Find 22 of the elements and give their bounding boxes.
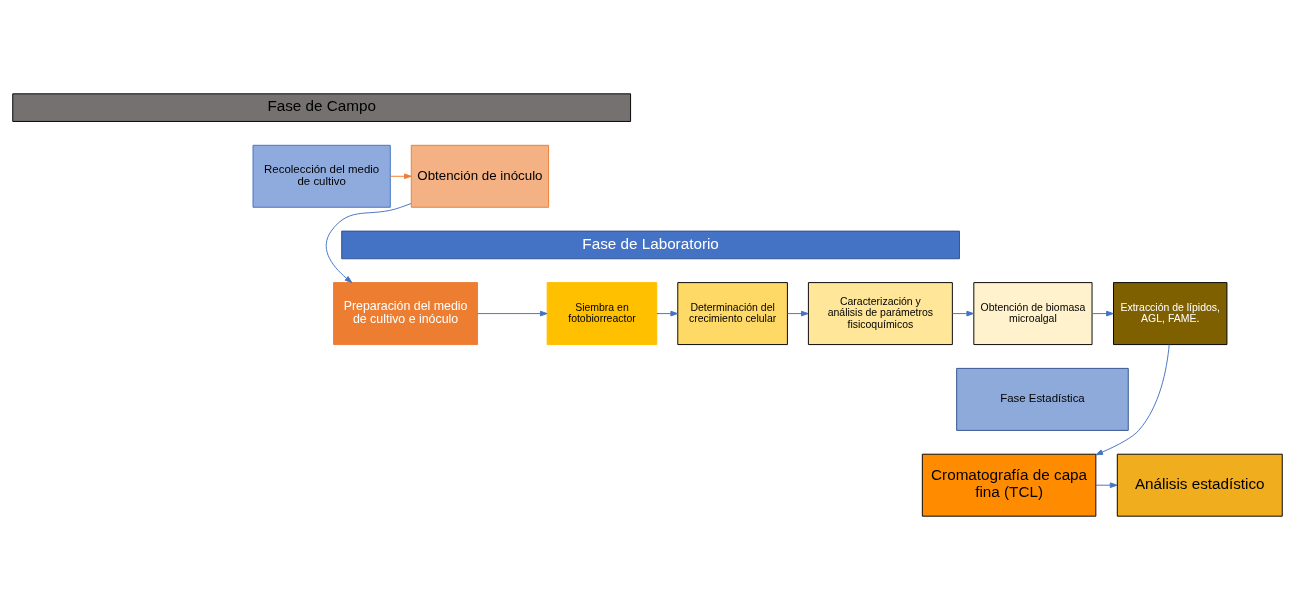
arrow bbox=[1095, 482, 1118, 488]
arrow bbox=[325, 203, 412, 284]
arrow bbox=[477, 310, 548, 317]
node-box: Cromatografía de capa fina (TCL) bbox=[921, 453, 1097, 517]
node-box: Análisis estadístico bbox=[1116, 453, 1283, 517]
node-box: Determinación del crecimiento celular bbox=[677, 282, 788, 346]
node-box: Obtención de biomasa microalgal bbox=[973, 282, 1093, 346]
node-box: Obtención de inóculo bbox=[410, 144, 550, 208]
node-box: Caracterización y análisis de parámetros fisicoquímicos bbox=[807, 282, 953, 346]
arrow bbox=[786, 310, 809, 317]
node-box: Fase de Laboratorio bbox=[341, 230, 960, 260]
node-box: Recolección del medio de cultivo bbox=[252, 144, 391, 208]
arrow bbox=[656, 310, 678, 317]
node-box: Extracción de lípidos, AGL, FAME. bbox=[1113, 282, 1228, 346]
node-box: Preparación del medio de cultivo e inóculo bbox=[333, 282, 479, 346]
arrow bbox=[390, 173, 412, 180]
node-box: Fase de Campo bbox=[12, 93, 632, 122]
node-box: Siembra en fotobiorreactor bbox=[546, 282, 658, 346]
arrow bbox=[1095, 344, 1170, 456]
node-box: Fase Estadística bbox=[956, 367, 1129, 431]
arrow bbox=[1091, 310, 1114, 317]
arrow bbox=[952, 310, 974, 317]
